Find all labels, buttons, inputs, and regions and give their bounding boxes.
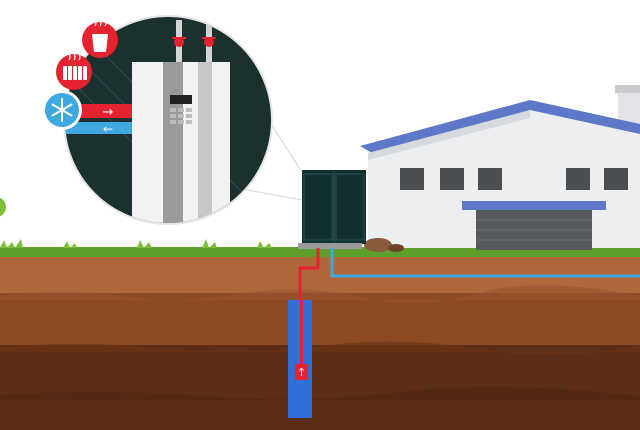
roof-shadow [368, 110, 530, 160]
arrow-right-icon: → [103, 105, 114, 120]
soil-boundary-deep [0, 341, 640, 355]
well-borehole: ↑ [288, 300, 312, 418]
rock [364, 238, 392, 252]
window [440, 168, 464, 190]
rock [388, 244, 404, 252]
shelter-base [298, 243, 362, 249]
service-icons [42, 19, 118, 130]
glass-icon [82, 19, 118, 58]
heat-pump-stripe-light [198, 62, 212, 223]
snowflake-icon [42, 90, 82, 130]
shelter-door-right [335, 173, 365, 241]
soil-boundary-bottom [0, 386, 640, 400]
heat-waves [68, 53, 81, 61]
submersible-pump [295, 364, 308, 380]
pipes [298, 248, 640, 300]
heat-pump-stripe [163, 62, 183, 223]
arrow-left-icon: ← [103, 122, 113, 136]
callout-line [235, 187, 303, 201]
hot-supply-pipe [298, 248, 320, 300]
chimney-cap [615, 85, 640, 93]
steam-lines [94, 19, 107, 27]
window [400, 168, 424, 190]
radiator-icon [56, 53, 92, 90]
soil-deep-layer [0, 345, 640, 430]
window [604, 168, 628, 190]
bush [0, 197, 6, 217]
shelter-door-left [303, 173, 333, 241]
ground-cross-section [0, 255, 640, 430]
garage-canopy [462, 201, 606, 210]
valve-handle [204, 37, 214, 47]
rocks [364, 238, 404, 252]
garage-door-slats [476, 219, 592, 241]
warehouse-building [360, 85, 640, 250]
arrow-up-icon: ↑ [297, 366, 306, 379]
soil-boundary [0, 285, 640, 303]
valve-handle [174, 37, 184, 47]
pump-shelter [298, 170, 366, 249]
return-flow-bar [65, 122, 132, 134]
well-pipe [300, 300, 303, 364]
cold-return-pipe [330, 248, 640, 278]
control-display [170, 95, 192, 104]
window [478, 168, 502, 190]
callout-magnifier: → ← [63, 15, 273, 225]
soil-middle-layer [0, 293, 640, 348]
window [566, 168, 590, 190]
grass-band [0, 247, 640, 257]
building-roof [360, 100, 640, 153]
glass-shape [92, 34, 108, 52]
control-keypad [170, 108, 192, 124]
